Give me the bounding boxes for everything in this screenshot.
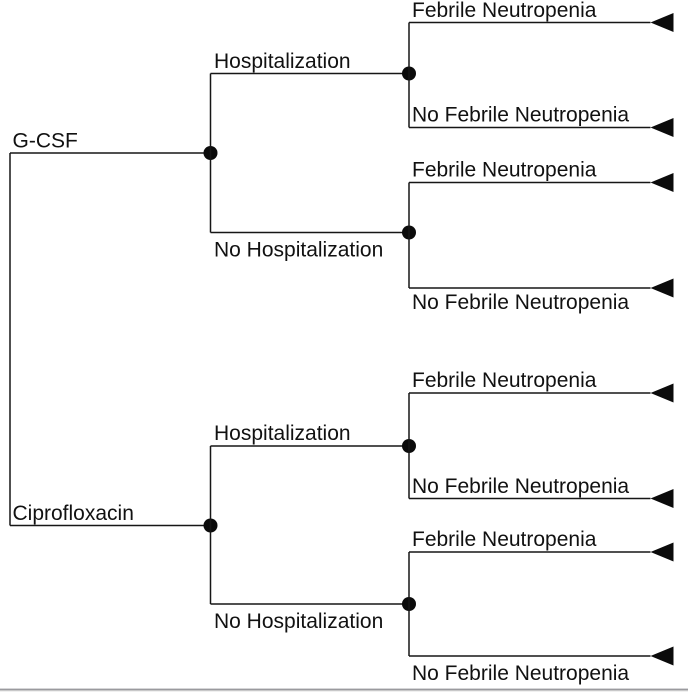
branch-label-gcsf[interactable]: G-CSF	[13, 130, 78, 153]
terminal-node-gcsf-nohosp-fn[interactable]	[650, 173, 674, 192]
branch-label-cipro-hosp-nofn[interactable]: No Febrile Neutropenia	[412, 475, 629, 498]
branch-label-cipro-nohospitalization[interactable]: No Hospitalization	[214, 610, 383, 633]
terminal-node-gcsf-hosp-fn[interactable]	[650, 13, 674, 32]
terminal-node-cipro-hosp-nofn[interactable]	[650, 489, 674, 508]
branch-label-cipro-hosp-fn[interactable]: Febrile Neutropenia	[412, 369, 597, 392]
window-bottom-border-highlight	[0, 690, 688, 692]
branch-label-gcsf-nohosp-nofn[interactable]: No Febrile Neutropenia	[412, 291, 629, 314]
branch-label-gcsf-hosp-fn[interactable]: Febrile Neutropenia	[412, 0, 597, 22]
terminal-node-gcsf-nohosp-nofn[interactable]	[650, 278, 674, 298]
branch-label-gcsf-hospitalization[interactable]: Hospitalization	[214, 50, 351, 73]
branch-label-gcsf-hosp-nofn[interactable]: No Febrile Neutropenia	[412, 104, 629, 127]
window-bottom-border	[0, 688, 688, 691]
terminal-node-cipro-hosp-fn[interactable]	[650, 383, 674, 403]
branch-label-ciprofloxacin[interactable]: Ciprofloxacin	[13, 502, 134, 525]
branch-label-cipro-hospitalization[interactable]: Hospitalization	[214, 422, 351, 445]
terminal-node-cipro-nohosp-nofn[interactable]	[650, 646, 674, 666]
branch-label-gcsf-nohospitalization[interactable]: No Hospitalization	[214, 239, 383, 262]
branch-label-cipro-nohosp-fn[interactable]: Febrile Neutropenia	[412, 528, 597, 551]
branch-label-cipro-nohosp-nofn[interactable]: No Febrile Neutropenia	[412, 662, 629, 685]
terminal-node-gcsf-hosp-nofn[interactable]	[650, 118, 674, 137]
branch-label-gcsf-nohosp-fn[interactable]: Febrile Neutropenia	[412, 159, 597, 182]
terminal-node-cipro-nohosp-fn[interactable]	[650, 542, 674, 562]
